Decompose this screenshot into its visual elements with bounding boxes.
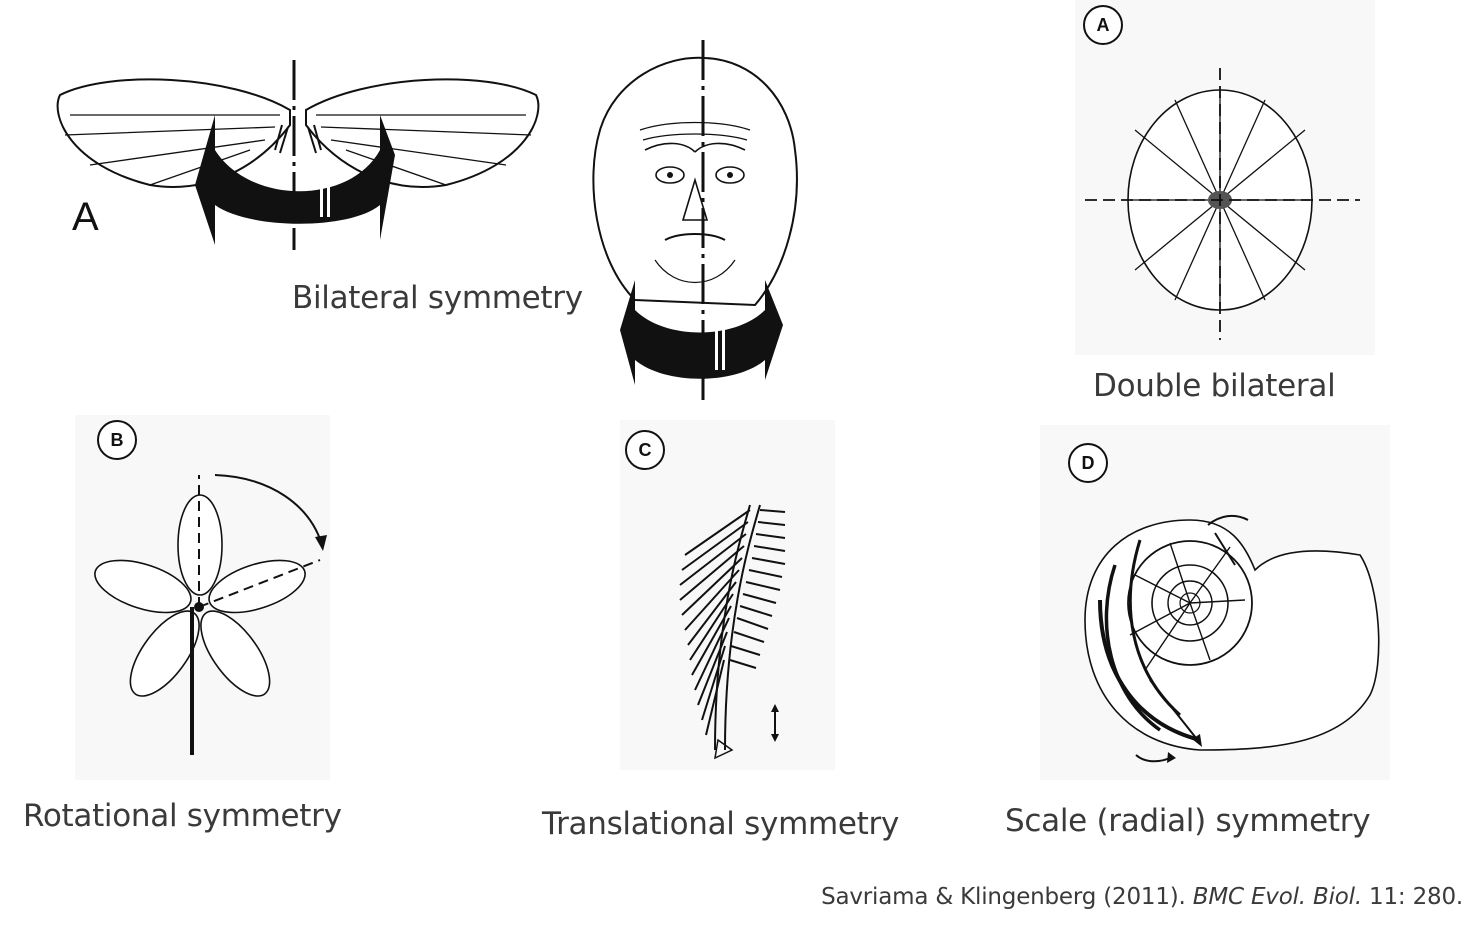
citation-authors: Savriama & Klingenberg (2011).: [821, 884, 1186, 910]
double-bilateral-letter: A: [1083, 5, 1123, 45]
bilateral-caption: Bilateral symmetry: [292, 280, 583, 316]
face-drawing: [592, 40, 798, 400]
double-bilateral-figure: A: [1075, 0, 1375, 355]
fly-wings-figure: A: [50, 55, 550, 255]
translational-drawing: [679, 504, 786, 760]
rotational-drawing: [94, 474, 327, 755]
rotational-figure: B: [75, 415, 330, 780]
face-figure: [585, 40, 805, 400]
double-bilateral-drawing: [1085, 68, 1360, 340]
citation-journal: BMC Evol. Biol.: [1192, 884, 1362, 910]
citation-volume: 11: 280.: [1361, 884, 1463, 910]
translational-caption: Translational symmetry: [542, 806, 899, 842]
scale-drawing: [1084, 514, 1380, 763]
translational-letter: C: [625, 430, 665, 470]
fly-panel-letter: A: [72, 195, 99, 239]
double-bilateral-caption: Double bilateral: [1093, 368, 1336, 404]
scale-caption: Scale (radial) symmetry: [1005, 803, 1371, 839]
scale-letter: D: [1068, 443, 1108, 483]
translational-figure: C: [620, 420, 835, 770]
scale-figure: D: [1040, 425, 1390, 780]
citation: Savriama & Klingenberg (2011). BMC Evol.…: [821, 884, 1463, 910]
rotational-caption: Rotational symmetry: [23, 798, 342, 834]
rotational-letter: B: [97, 420, 137, 460]
fly-wings-drawing: [56, 60, 540, 250]
